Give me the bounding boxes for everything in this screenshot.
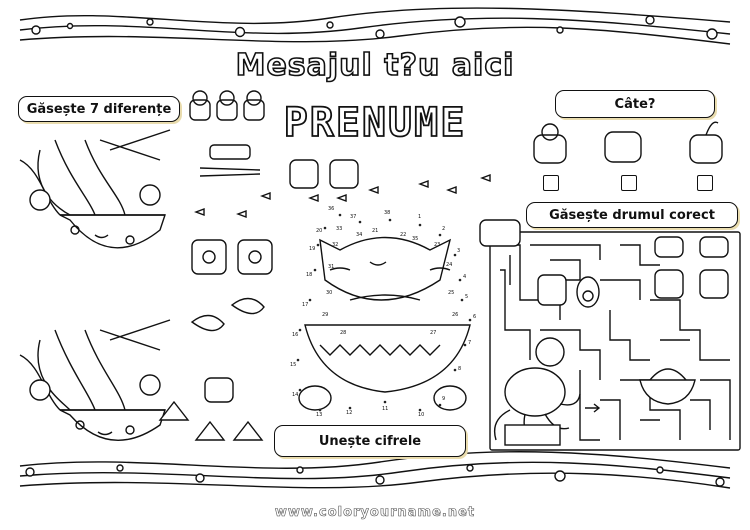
sushi-roll-icon <box>191 159 359 275</box>
connect-dots-label: Unește cifrele <box>274 425 466 457</box>
dot-number: 28 <box>340 330 347 336</box>
dot-number: 9 <box>442 396 446 402</box>
dot-number: 3 <box>457 248 461 254</box>
dot-number: 34 <box>356 232 363 238</box>
dot-number: 24 <box>446 262 453 268</box>
dot-number: 33 <box>336 226 343 232</box>
dot-number: 8 <box>458 366 462 372</box>
dot-number: 6 <box>473 314 477 320</box>
dot-number: 30 <box>326 290 333 296</box>
count-label: Câte? <box>555 90 715 118</box>
fish-icon <box>194 173 491 219</box>
dot-number: 31 <box>328 264 335 270</box>
dot-number: 14 <box>292 392 299 398</box>
dot-number: 10 <box>418 412 425 418</box>
count-answer-box-1[interactable] <box>543 175 559 191</box>
dot-number: 2 <box>442 226 446 232</box>
name-heading: PRENUME <box>283 99 467 147</box>
dot-number: 26 <box>452 312 459 318</box>
dot-number: 16 <box>292 332 299 338</box>
maze-label: Găsește drumul corect <box>526 202 738 228</box>
dot-number: 12 <box>346 410 353 416</box>
dot-number: 32 <box>332 242 339 248</box>
page-title: Mesajul t?u aici <box>235 47 515 84</box>
dot-number: 11 <box>382 406 389 412</box>
dot-number: 1 <box>418 214 422 220</box>
dot-number: 5 <box>465 294 469 300</box>
dot-number: 22 <box>400 232 407 238</box>
dot-number: 7 <box>468 340 472 346</box>
dot-number: 19 <box>309 246 316 252</box>
dot-number: 35 <box>412 236 419 242</box>
dot-number: 23 <box>434 242 441 248</box>
noodle-bowl-icon <box>19 319 171 441</box>
dot-number: 18 <box>306 272 313 278</box>
sushi-roll-icon <box>479 219 729 306</box>
noodle-bowl-icon <box>19 129 171 249</box>
maze <box>489 231 741 451</box>
wasabi-bowl-icon <box>639 368 696 405</box>
dot-number: 27 <box>430 330 437 336</box>
dot-number: 36 <box>328 206 335 212</box>
watermark: www.coloryourname.net <box>274 505 476 521</box>
count-answer-box-3[interactable] <box>697 175 713 191</box>
dot-number: 4 <box>463 274 467 280</box>
onigiri-icon <box>533 121 723 164</box>
dot-to-dot <box>296 213 472 412</box>
shrimp-icon <box>190 297 265 332</box>
noodle-bowl-icon <box>298 294 471 411</box>
dot-number: 25 <box>448 290 455 296</box>
dot-number: 29 <box>322 312 329 318</box>
count-answer-box-2[interactable] <box>621 175 637 191</box>
bottom-wave-border <box>19 451 731 489</box>
dot-number: 21 <box>372 228 379 234</box>
sushi-roll-icon <box>189 90 265 121</box>
differences-label: Găsește 7 diferențe <box>18 96 180 122</box>
dot-number: 15 <box>290 362 297 368</box>
dot-number: 13 <box>316 412 323 418</box>
dot-number: 38 <box>384 210 391 216</box>
octopus-chef-icon <box>493 337 601 446</box>
onigiri-icon <box>158 377 264 441</box>
chopsticks-icon <box>199 144 261 177</box>
avocado-icon <box>576 276 600 308</box>
cat-icon <box>319 236 452 301</box>
dot-number: 17 <box>302 302 309 308</box>
dot-number: 20 <box>316 228 323 234</box>
top-wave-border <box>19 7 731 45</box>
dot-number: 37 <box>350 214 357 220</box>
